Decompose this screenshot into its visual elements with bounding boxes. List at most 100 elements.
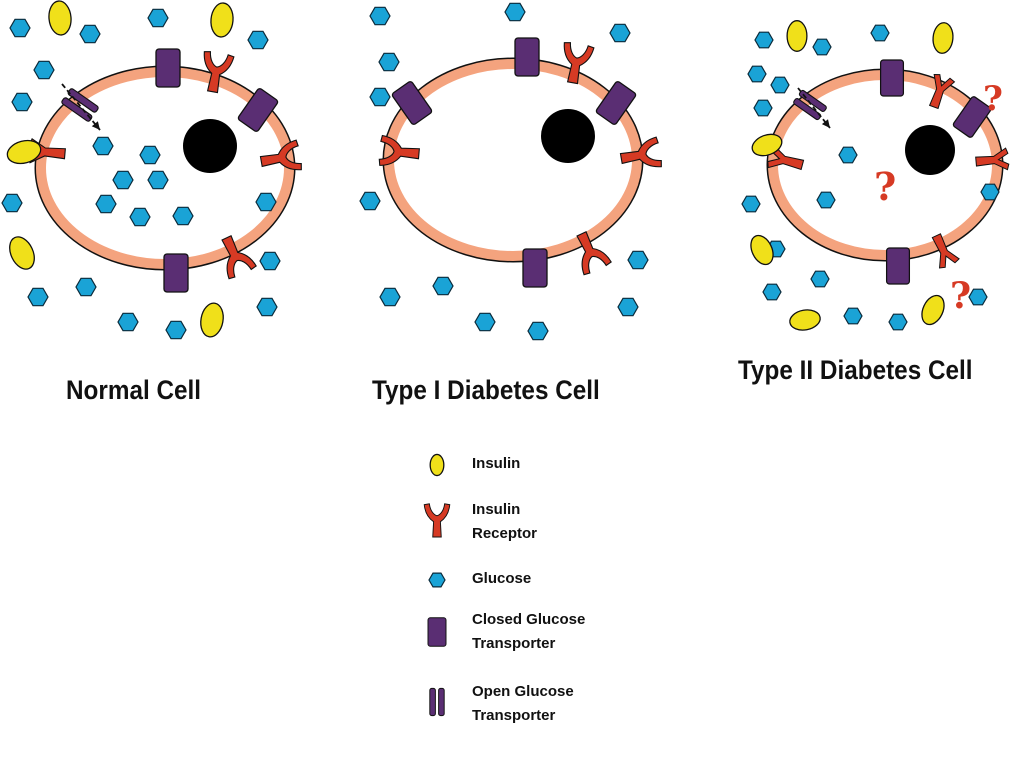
glucose-hexagon-icon (816, 191, 836, 209)
closed-transporter-icon (163, 253, 189, 293)
insulin-receptor-icon (619, 136, 662, 168)
closed-transporter-icon (595, 81, 637, 125)
glucose-hexagon-icon (428, 572, 446, 588)
glucose-hexagon-icon (617, 297, 639, 317)
glucose-hexagon-icon (379, 287, 401, 307)
type1-cell-title: Type I Diabetes Cell (372, 375, 600, 405)
insulin-receptor-icon (931, 233, 960, 269)
insulin-oval-icon (789, 309, 821, 331)
open-transporter-icon (429, 687, 445, 717)
open-transporter-icon (61, 88, 99, 122)
insulin-oval-icon (751, 133, 783, 157)
insulin-receptor-icon (563, 42, 595, 85)
closed-transporter-icon (427, 617, 447, 647)
glucose-hexagon-icon (870, 24, 890, 42)
glucose-hexagon-icon (27, 287, 49, 307)
glucose-hexagon-icon (92, 136, 114, 156)
glucose-hexagon-icon (369, 87, 391, 107)
glucose-hexagon-icon (147, 8, 169, 28)
insulin-oval-icon (48, 0, 72, 36)
glucose-hexagon-icon (11, 92, 33, 112)
type2-cell-title: Type II Diabetes Cell (738, 355, 973, 385)
insulin-oval-icon (6, 139, 42, 165)
glucose-hexagon-icon (247, 30, 269, 50)
closed-transporter-icon (952, 96, 992, 138)
insulin-receptor-icon (576, 231, 612, 276)
insulin-receptor-icon (378, 134, 420, 166)
insulin-oval-icon (210, 2, 234, 38)
glucose-hexagon-icon (980, 183, 1000, 201)
glucose-entry-arrow (797, 87, 831, 129)
insulin-receptor-icon (203, 51, 235, 94)
insulin-receptor-icon (259, 139, 302, 171)
insulin-oval-icon (429, 453, 445, 477)
glucose-hexagon-icon (504, 2, 526, 22)
legend-label-closed-transporter: Closed Glucose Transporter (472, 611, 586, 652)
normal-cell (1, 0, 302, 340)
legend-label-open-transporter: Open Glucose Transporter (472, 683, 574, 724)
cell-membrane (384, 59, 642, 261)
arrow-head (821, 119, 830, 128)
legend-label-glucose: Glucose (472, 570, 532, 587)
glucose-hexagon-icon (75, 277, 97, 297)
arrow-head (91, 121, 100, 130)
glucose-entry-arrow (61, 83, 101, 131)
question-mark-icon: ? (874, 164, 896, 209)
nucleus (183, 119, 237, 173)
glucose-hexagon-icon (378, 52, 400, 72)
glucose-hexagon-icon (741, 195, 761, 213)
glucose-hexagon-icon (762, 283, 782, 301)
glucose-hexagon-icon (129, 207, 151, 227)
insulin-receptor-icon (928, 73, 956, 110)
glucose-hexagon-icon (812, 38, 832, 56)
glucose-hexagon-icon (255, 192, 277, 212)
open-transporter-icon (793, 89, 827, 121)
nucleus (905, 125, 955, 175)
insulin-receptor-icon (221, 235, 257, 280)
glucose-hexagon-icon (753, 99, 773, 117)
nucleus (541, 109, 595, 163)
glucose-hexagon-icon (359, 191, 381, 211)
closed-transporter-icon (522, 248, 548, 288)
legend-label-insulin: Insulin (472, 455, 521, 472)
legend-label-insulin-receptor: Insulin Receptor (472, 501, 538, 542)
glucose-hexagon-icon (1, 193, 23, 213)
insulin-receptor-icon (423, 503, 451, 538)
glucose-hexagon-icon (95, 194, 117, 214)
glucose-hexagon-icon (256, 297, 278, 317)
insulin-receptor-icon (975, 147, 1010, 171)
glucose-hexagon-icon (432, 276, 454, 296)
glucose-hexagon-icon (79, 24, 101, 44)
glucose-hexagon-icon (33, 60, 55, 80)
glucose-hexagon-icon (9, 18, 31, 38)
glucose-hexagon-icon (112, 170, 134, 190)
insulin-oval-icon (786, 20, 808, 52)
glucose-hexagon-icon (147, 170, 169, 190)
glucose-hexagon-icon (888, 313, 908, 331)
glucose-hexagon-icon (627, 250, 649, 270)
glucose-hexagon-icon (968, 288, 988, 306)
question-mark-icon: ? (950, 275, 971, 317)
insulin-oval-icon (932, 22, 954, 54)
closed-transporter-icon (879, 59, 905, 97)
glucose-hexagon-icon (843, 307, 863, 325)
glucose-hexagon-icon (165, 320, 187, 340)
type2-cell: ??? (741, 20, 1010, 331)
insulin-oval-icon (9, 236, 35, 270)
closed-transporter-icon (155, 48, 181, 88)
glucose-hexagon-icon (117, 312, 139, 332)
glucose-hexagon-icon (369, 6, 391, 26)
glucose-hexagon-icon (838, 146, 858, 164)
insulin-oval-icon (750, 234, 774, 266)
closed-transporter-icon (514, 37, 540, 77)
glucose-hexagon-icon (747, 65, 767, 83)
question-mark-icon: ? (983, 79, 1003, 119)
glucose-hexagon-icon (474, 312, 496, 332)
normal-cell-title: Normal Cell (66, 375, 202, 405)
closed-transporter-icon (885, 247, 911, 285)
glucose-hexagon-icon (259, 251, 281, 271)
legend (423, 453, 451, 717)
closed-transporter-icon (237, 88, 279, 132)
glucose-hexagon-icon (172, 206, 194, 226)
